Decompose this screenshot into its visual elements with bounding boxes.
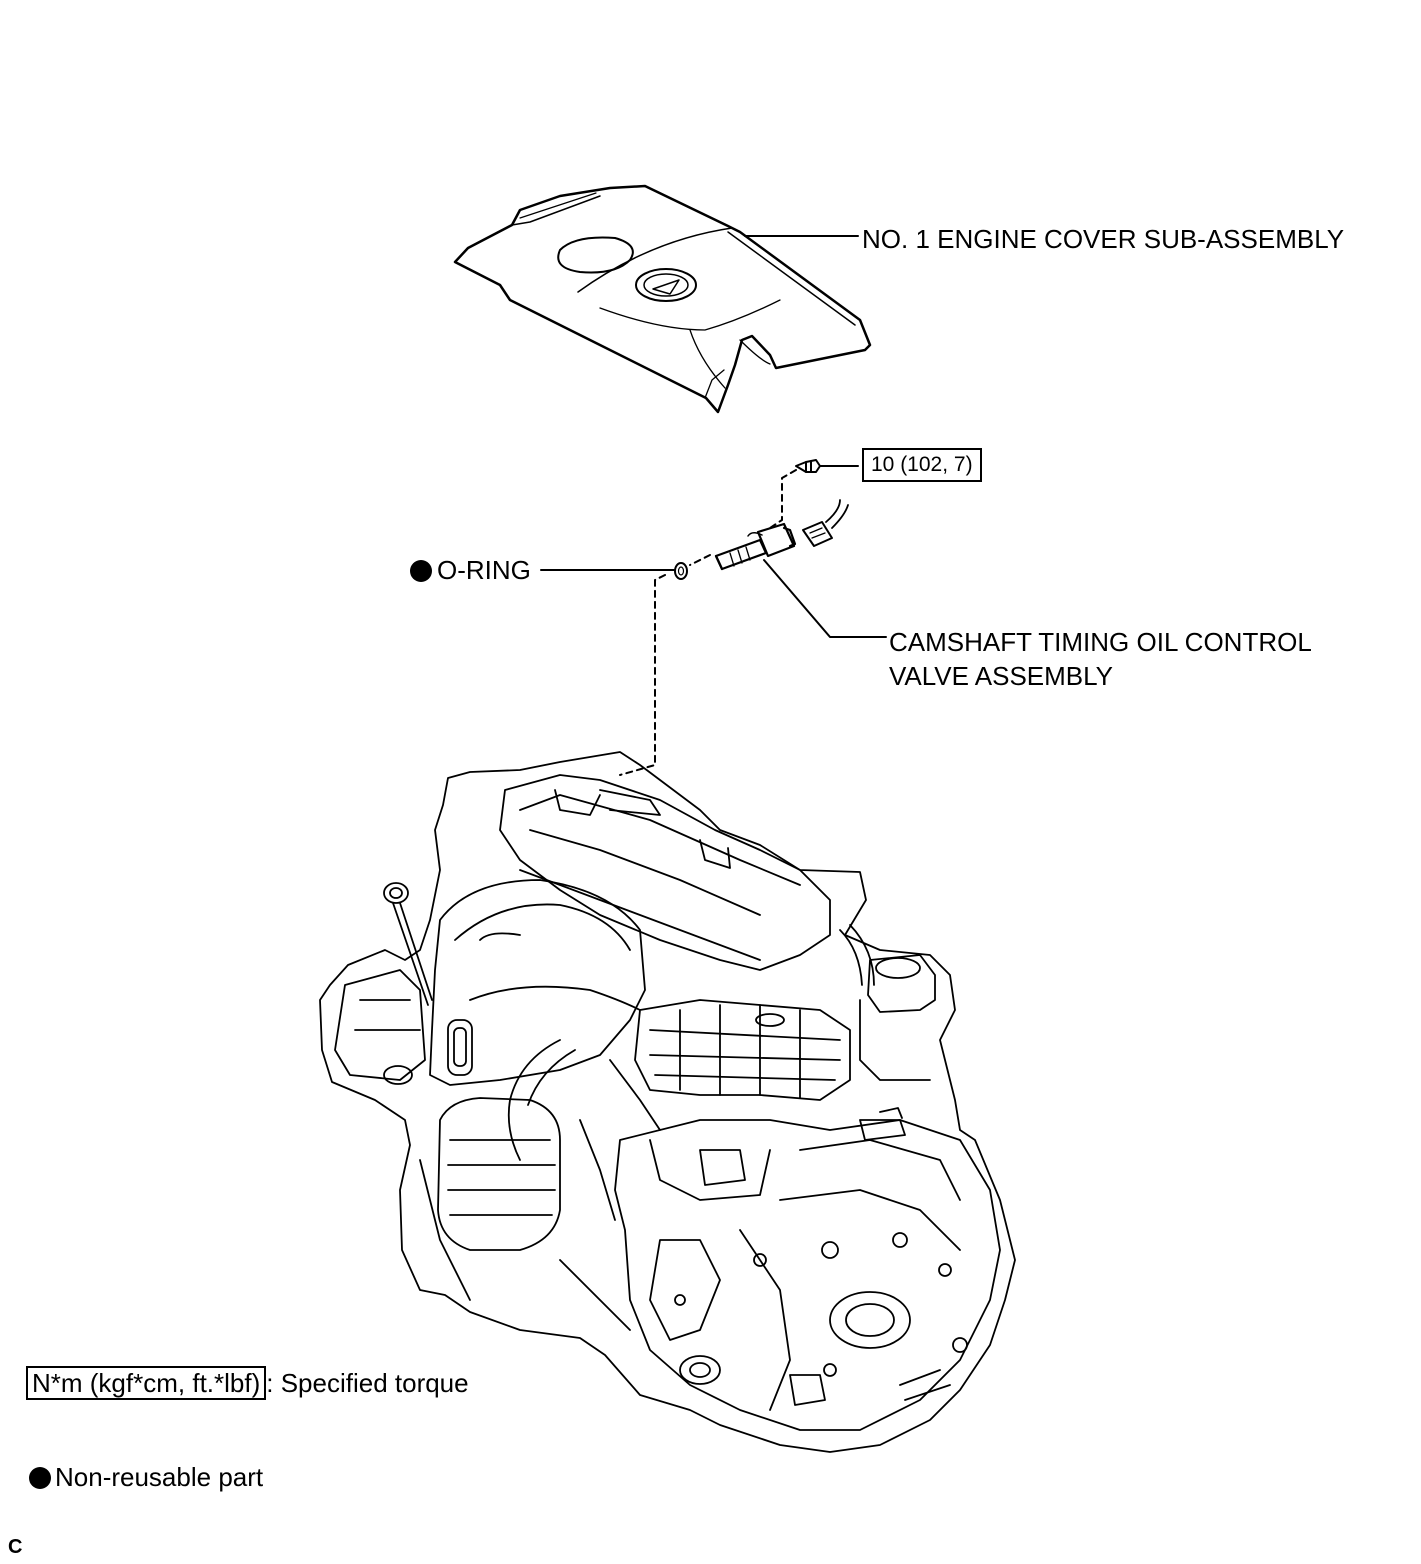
legend-torque-unit: N*m (kgf*cm, ft.*lbf): [26, 1366, 267, 1400]
oil-control-valve-label-line2: VALVE ASSEMBLY: [889, 661, 1113, 691]
oil-control-valve-illustration: [714, 522, 797, 571]
torque-value-label: 10 (102, 7): [862, 448, 982, 482]
valve-leader: [763, 559, 887, 638]
o-ring-illustration: [674, 562, 688, 580]
legend-torque: N*m (kgf*cm, ft.*lbf): Specified torque: [26, 1366, 469, 1400]
non-reusable-marker-icon: [410, 560, 432, 582]
engine-cover-label: NO. 1 ENGINE COVER SUB-ASSEMBLY: [862, 224, 1345, 254]
legend-non-reusable-text: Non-reusable part: [55, 1462, 264, 1492]
legend-dot-icon: [29, 1467, 51, 1489]
engine-cover-illustration: [453, 184, 872, 414]
legend-torque-desc: : Specified torque: [266, 1368, 469, 1398]
engine-transaxle-illustration: [319, 751, 1016, 1453]
o-ring-label: O-RING: [437, 555, 531, 585]
legend-non-reusable: Non-reusable part: [29, 1460, 263, 1494]
corner-mark: C: [8, 1536, 23, 1558]
valve-connector-illustration: [802, 499, 849, 547]
oil-control-valve-label-line1: CAMSHAFT TIMING OIL CONTROL: [889, 627, 1312, 657]
bolt-icon: [795, 459, 859, 473]
alignment-dashed-lines: [619, 469, 797, 776]
